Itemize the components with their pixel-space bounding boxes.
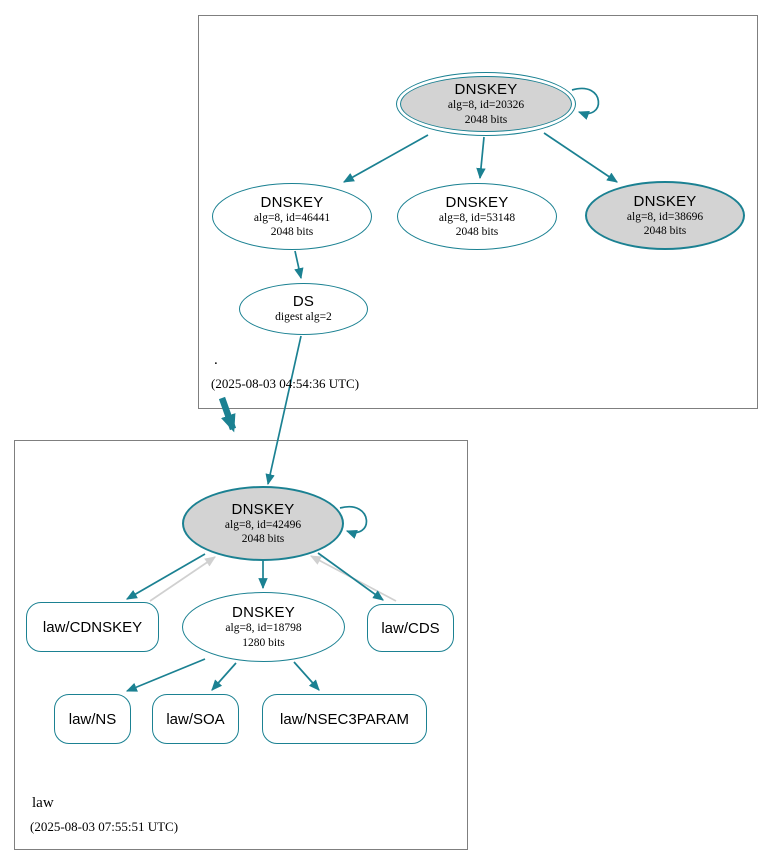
rrset-label: law/NS [68,710,117,728]
node-root-key-38696[interactable]: DNSKEY alg=8, id=38696 2048 bits [585,181,745,250]
node-law-ns[interactable]: law/NS [54,694,131,744]
node-title: DNSKEY [454,81,518,98]
zone-box-root [198,15,758,409]
zone-timestamp-law: (2025-08-03 07:55:51 UTC) [30,819,179,834]
node-root-zsk-53148[interactable]: DNSKEY alg=8, id=53148 2048 bits [397,183,557,250]
node-law-zsk-18798[interactable]: DNSKEY alg=8, id=18798 1280 bits [182,592,345,662]
node-detail-bits: 2048 bits [643,225,687,238]
node-law-nsec3param[interactable]: law/NSEC3PARAM [262,694,427,744]
node-detail-bits: 1280 bits [242,636,285,649]
node-detail-alg-id: alg=8, id=20326 [447,99,525,112]
node-detail-alg-id: alg=8, id=46441 [253,211,331,224]
node-detail-alg-id: alg=8, id=53148 [438,211,516,224]
rrset-label: law/SOA [166,710,225,728]
node-root-ksk-20326-inner: DNSKEY alg=8, id=20326 2048 bits [400,76,572,132]
node-detail-alg-id: alg=8, id=18798 [225,622,302,635]
zone-label-law: law [32,795,54,811]
node-title: DNSKEY [232,604,295,621]
node-root-zsk-46441[interactable]: DNSKEY alg=8, id=46441 2048 bits [212,183,372,250]
node-title: DNSKEY [260,193,324,211]
node-title: DNSKEY [445,193,509,211]
node-law-cdnskey[interactable]: law/CDNSKEY [26,602,159,652]
zone-label-root: . [214,352,218,368]
node-law-ksk-42496[interactable]: DNSKEY alg=8, id=42496 2048 bits [182,486,344,561]
node-title: DNSKEY [633,192,697,210]
node-detail-bits: 2048 bits [464,113,508,126]
node-root-ds[interactable]: DS digest alg=2 [239,283,368,335]
node-detail-digest: digest alg=2 [275,311,332,324]
node-title: DNSKEY [231,500,295,518]
zone-timestamp-root: (2025-08-03 04:54:36 UTC) [211,376,360,391]
rrset-label: law/CDNSKEY [42,618,143,636]
node-detail-bits: 2048 bits [270,226,314,239]
rrset-label: law/NSEC3PARAM [280,710,409,728]
node-title: DS [292,293,315,311]
node-law-soa[interactable]: law/SOA [152,694,239,744]
node-detail-bits: 2048 bits [455,226,499,239]
rrset-label: law/CDS [381,619,440,637]
node-law-cds[interactable]: law/CDS [367,604,454,652]
node-root-ksk-20326[interactable]: DNSKEY alg=8, id=20326 2048 bits [396,72,576,136]
zone-box-law [14,440,468,850]
node-detail-bits: 2048 bits [241,533,285,546]
node-detail-alg-id: alg=8, id=42496 [224,518,302,531]
node-detail-alg-id: alg=8, id=38696 [626,210,704,223]
